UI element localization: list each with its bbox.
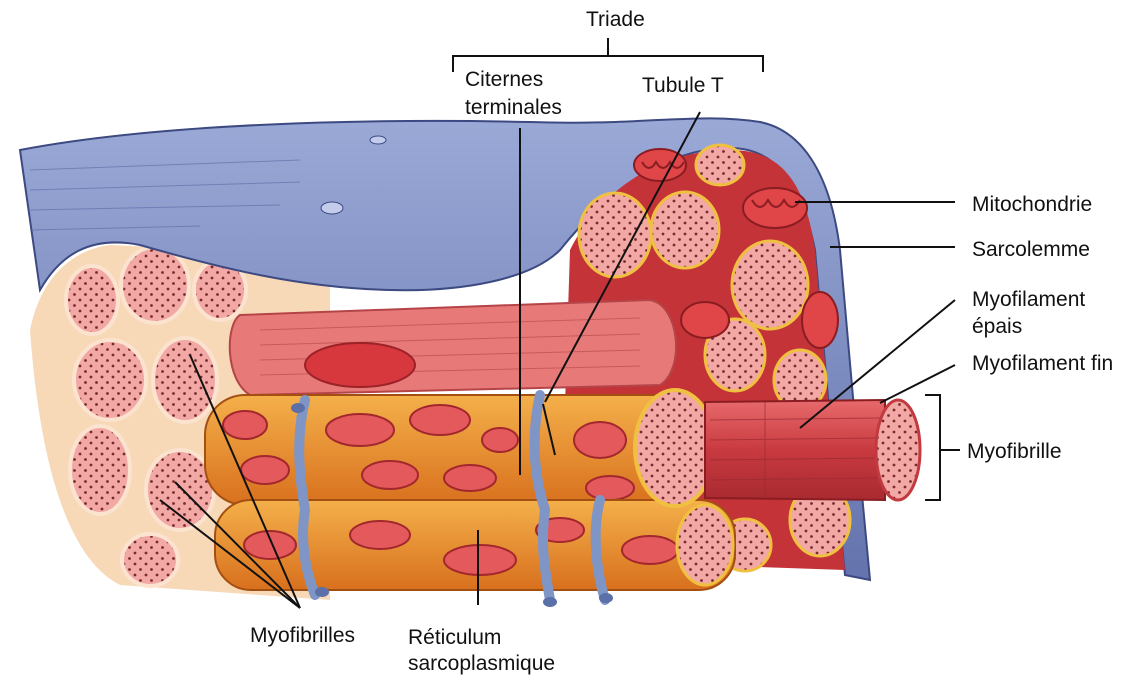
- label-myofibrille: Myofibrille: [967, 440, 1062, 464]
- label-tubule-t: Tubule T: [642, 74, 724, 98]
- label-reticulum-sarcoplasmique-line2: sarcoplasmique: [408, 652, 555, 676]
- label-myofilament-epais-line1: Myofilament: [972, 288, 1085, 312]
- label-citernes-terminales-line2: terminales: [465, 96, 562, 120]
- sarcolemma-nucleus: [370, 136, 386, 144]
- background-myofibril: [230, 300, 676, 395]
- sarcoplasmic-reticulum-lower: [215, 500, 735, 590]
- extending-myofibril: [705, 400, 885, 500]
- label-mitochondrie: Mitochondrie: [972, 193, 1092, 217]
- label-myofibrilles: Myofibrilles: [250, 624, 355, 648]
- extending-myofibril-end: [876, 400, 920, 500]
- myofibril-end-face: [635, 390, 715, 506]
- sarcolemma-nucleus: [321, 202, 343, 214]
- label-myofilament-epais-line2: épais: [972, 315, 1022, 339]
- myofibril-end-face: [677, 505, 733, 585]
- label-myofilament-fin: Myofilament fin: [972, 352, 1113, 376]
- label-citernes-terminales-line1: Citernes: [465, 68, 543, 92]
- label-triade: Triade: [586, 8, 645, 32]
- label-reticulum-sarcoplasmique-line1: Réticulum: [408, 626, 501, 650]
- label-sarcolemme: Sarcolemme: [972, 238, 1090, 262]
